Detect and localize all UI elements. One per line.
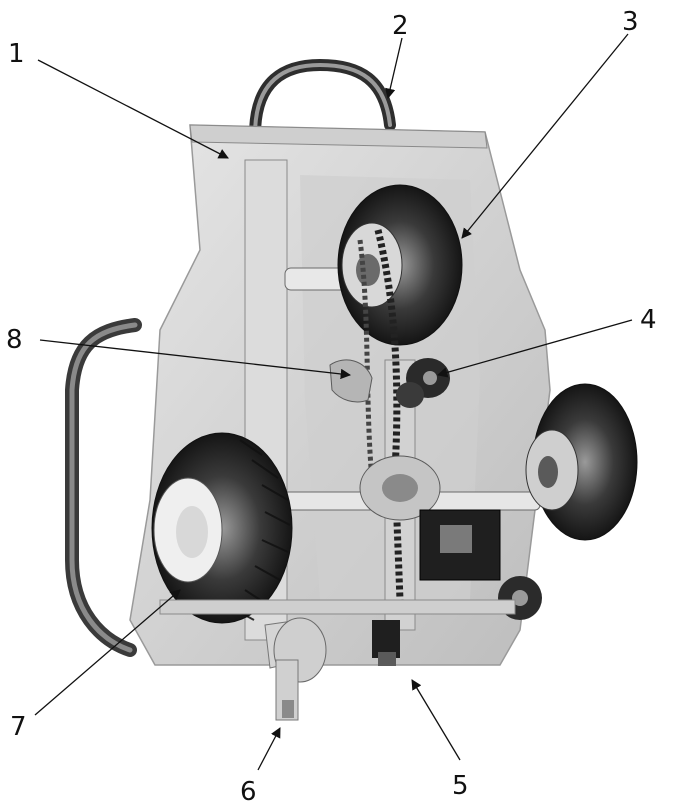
coupler-fitting	[372, 620, 400, 658]
leader-lines	[34, 33, 633, 771]
callout-6: 6	[240, 777, 257, 807]
callout-labels: 1 2 3 4 5 6 7 8	[6, 7, 657, 807]
callout-5: 5	[452, 771, 469, 801]
top-handle	[249, 58, 396, 141]
callout-2: 2	[392, 11, 409, 41]
callout-4: 4	[640, 305, 657, 335]
callout-7: 7	[10, 712, 27, 742]
callout-1: 1	[8, 39, 25, 69]
machine-illustration	[65, 58, 638, 721]
drive-chain	[374, 229, 404, 601]
callout-8: 8	[6, 325, 23, 355]
top-plate	[189, 124, 488, 149]
callout-3: 3	[622, 7, 639, 37]
